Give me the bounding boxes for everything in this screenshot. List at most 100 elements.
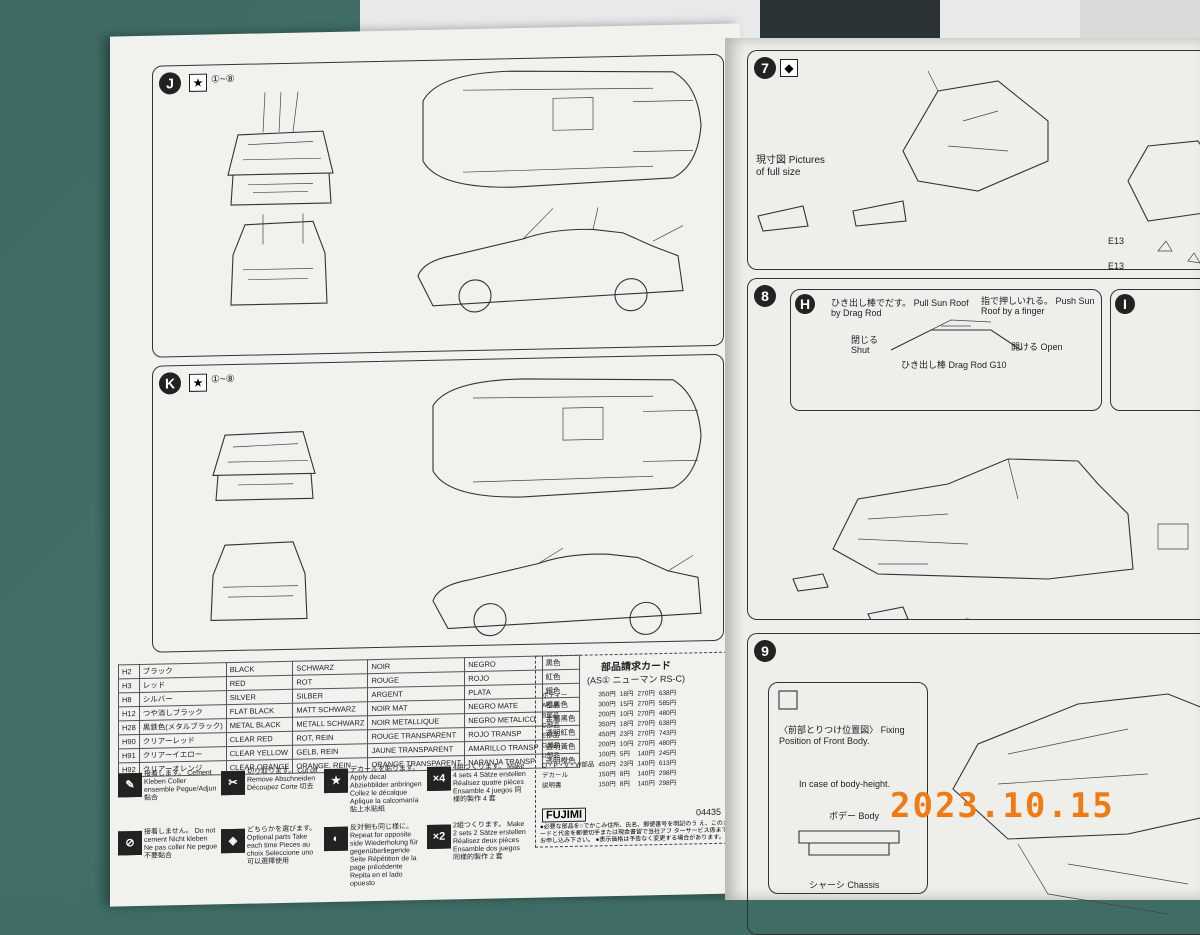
fixing-caption: 〈前部とりつけ位置図〉 Fixing Position of Front Bod…: [779, 725, 905, 746]
shut-label: 閉じる Shut: [851, 335, 879, 355]
parts-price-cell: 15円: [619, 700, 634, 708]
open-label: 開ける Open: [1011, 342, 1063, 352]
legend-text: どちらかを選びます。 Optional parts Take each time…: [247, 825, 317, 866]
parts-price-cell: 350円: [598, 721, 616, 729]
parts-price-cell: 638円: [658, 719, 677, 728]
parts-price-cell: 140円: [637, 780, 655, 788]
parts-price-cell: 245円: [658, 749, 677, 758]
parts-price-cell: 300円: [598, 701, 616, 709]
parts-price-cell: O・P・V・W部品: [542, 761, 595, 770]
legend-item: ⊘接着しません。 Do not cement Nicht kleben Ne p…: [118, 827, 218, 860]
parts-price-cell: 23円: [619, 760, 634, 768]
parts-price-cell: 270円: [637, 710, 655, 718]
step-7-drawings: [757, 70, 1200, 264]
step-k-panel: K ★ ①~⑧: [152, 353, 724, 653]
parts-price-cell: 480円: [658, 739, 677, 748]
parts-card-subtitle: (AS① ニューマン RS-C): [586, 673, 686, 686]
no-glue-icon: ⊘: [118, 830, 142, 856]
parts-price-cell: 説明書: [542, 782, 562, 790]
parts-price-cell: 270円: [637, 730, 655, 738]
sunroof-h-panel: H ひき出し棒でだす。 Pull Sun Roof by Drag Rod 指で…: [790, 289, 1102, 411]
parts-price-cell: 200円: [598, 741, 616, 749]
paint-color-cell: RED: [226, 675, 293, 691]
parts-price-cell: 585円: [658, 699, 677, 708]
paint-color-cell: METAL BLACK: [226, 717, 293, 733]
paint-color-cell: FLAT BLACK: [226, 703, 293, 719]
parts-price-cell: 150円: [598, 771, 616, 779]
parts-card-notes: ●必要な部品を○でかこみ住所、氏名、郵便番号を明記のう え、このカードと代金を郵…: [540, 820, 734, 845]
part-e13: E13: [1108, 261, 1125, 271]
part-e13: E13: [1108, 236, 1125, 246]
legend-item: ◐反対側も同じ様に。 Repeat for opposite side Wied…: [324, 823, 424, 888]
fixing-diagram: [778, 690, 900, 856]
parts-price-cell: 10円: [619, 740, 634, 748]
opposite-icon: ◐: [324, 826, 348, 852]
front-fixing-panel: 〈前部とりつけ位置図〉 Fixing Position of Front Bod…: [768, 682, 928, 894]
parts-price-cell: 480円: [658, 709, 677, 718]
symbol-legend: ✎接着します。 Cement Kleben Coller ensemble Pe…: [118, 763, 528, 892]
sunroof-drawing: [890, 319, 1022, 351]
legend-text: 接着します。 Cement Kleben Coller ensemble Peg…: [144, 769, 217, 802]
step-j-panel: J ★ ①~⑧: [152, 53, 724, 358]
parts-price-cell: 140円: [637, 770, 655, 778]
option-icon: ◈: [221, 828, 245, 854]
legend-text: 切り取ります。 Cut off Remove Abschneiden Décou…: [247, 767, 318, 792]
parts-price-cell: 298円: [658, 769, 677, 778]
legend-text: デカールを貼ります。 Apply decal Abziehbilder anbr…: [350, 765, 422, 814]
parts-price-cell: 5円: [619, 750, 630, 758]
photo-date-stamp: 2023.10.15: [890, 786, 1115, 826]
step-7-panel: 7 ◆ 現寸図 Pictures of full size E13 E13: [747, 50, 1200, 271]
x2-icon: ×2: [427, 824, 451, 849]
legend-text: 反対側も同じ様に。 Repeat for opposite side Wiede…: [350, 823, 419, 888]
paint-color-cell: BLACK: [226, 661, 293, 677]
push-sunroof-text: 指で押しいれる。 Push Sun Roof by a finger: [981, 296, 1095, 316]
parts-price-cell: 270円: [637, 690, 655, 698]
kit-box-print: [760, 0, 940, 40]
paint-color-cell: H90: [118, 734, 140, 749]
parts-price-cell: 23円: [619, 730, 634, 738]
full-size-caption: 現寸図 Pictures of full size: [756, 155, 825, 178]
parts-price-cell: 200円: [598, 711, 616, 719]
drag-rod-label: ひき出し棒 Drag Rod G10: [901, 360, 1007, 370]
chassis-label: シャーシ Chassis: [809, 880, 880, 890]
decal-icon: ★: [324, 768, 348, 794]
kit-code: 04435: [696, 806, 722, 818]
parts-price-cell: 140円: [637, 750, 655, 758]
opposite-side-icon: ◆: [780, 59, 798, 77]
parts-price-cell: 270円: [637, 740, 655, 748]
parts-price-cell: 743円: [658, 729, 677, 738]
paint-color-cell: SILVER: [226, 689, 293, 705]
paint-color-cell: H28: [118, 720, 140, 735]
legend-text: 4組つくります。 Make 4 sets 4 Sätze erstellen R…: [453, 762, 526, 804]
paint-color-cell: H3: [118, 678, 140, 693]
parts-price-cell: 18円: [619, 690, 634, 698]
paint-color-cell: H2: [118, 664, 140, 679]
legend-text: 2組つくります。 Make 2 sets 2 Sätze erstellen R…: [453, 820, 526, 862]
step-9-panel: 9 〈前部とりつけ位置図〉 Fixing Position of Front B…: [747, 633, 1200, 935]
fujimi-logo: FUJIMI: [542, 807, 587, 823]
parts-price-cell: 140円: [637, 760, 655, 768]
body-height-caption: In case of body-height.: [799, 779, 891, 789]
parts-price-cell: 450円: [598, 761, 616, 769]
pull-sunroof-text: ひき出し棒でだす。 Pull Sun Roof by Drag Rod: [831, 298, 969, 318]
paint-color-cell: H8: [118, 692, 140, 707]
step-8-panel: 8 H ひき出し棒でだす。 Pull Sun Roof by Drag Rod …: [747, 278, 1200, 620]
parts-price-cell: 8円: [619, 770, 630, 778]
parts-price-cell: 10円: [619, 710, 634, 718]
step-7-label: 7: [754, 57, 776, 79]
legend-item: ◈どちらかを選びます。 Optional parts Take each tim…: [221, 825, 321, 866]
parts-price-cell: 638円: [658, 689, 677, 698]
step-8-label: 8: [754, 285, 776, 307]
sub-i-panel: I: [1110, 289, 1200, 411]
parts-price-cell: 298円: [658, 779, 677, 788]
parts-price-cell: 8円: [619, 780, 630, 788]
parts-price-cell: 350円: [598, 691, 616, 699]
parts-price-cell: 270円: [637, 720, 655, 728]
parts-price-cell: 150円: [598, 781, 616, 789]
step-9-chassis-drawing: [952, 693, 1200, 915]
parts-price-cell: 450円: [598, 731, 616, 739]
